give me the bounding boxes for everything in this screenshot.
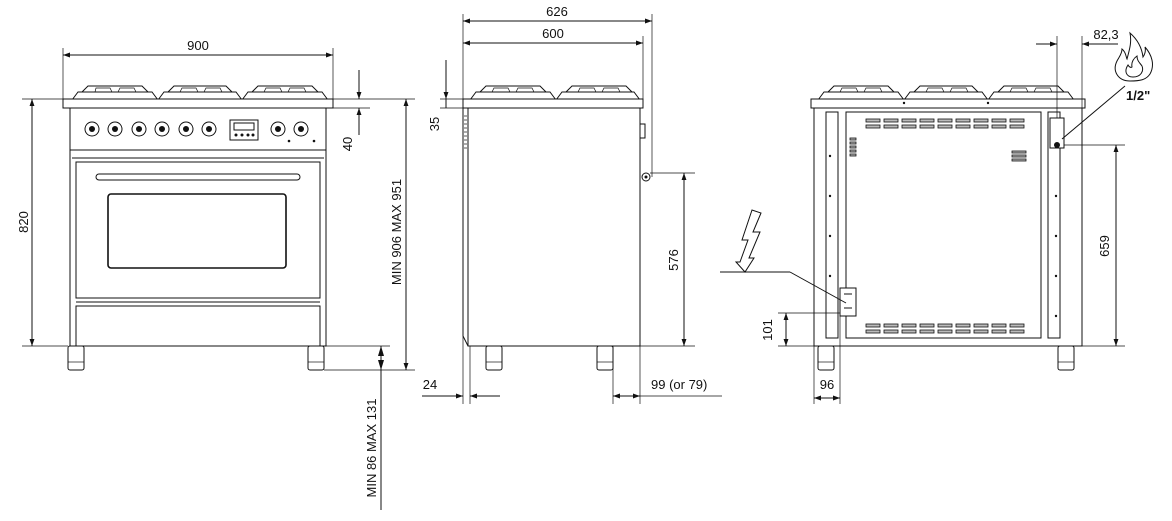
side-foot-rear bbox=[596, 345, 614, 371]
front-drawer bbox=[75, 305, 321, 347]
front-hob bbox=[62, 98, 334, 109]
dim-side-overall-depth: 626 bbox=[546, 4, 568, 19]
rear-hob bbox=[810, 98, 1086, 109]
side-view: 626 600 35 576 24 99 (or 79) bbox=[422, 4, 722, 404]
front-door-handle bbox=[95, 173, 301, 181]
side-burners bbox=[469, 85, 641, 101]
side-body bbox=[467, 107, 641, 347]
side-foot-front bbox=[485, 345, 503, 371]
rear-bottom-vents bbox=[865, 323, 1025, 334]
rear-back-panel bbox=[845, 111, 1042, 339]
dim-side-body-depth: 600 bbox=[542, 26, 564, 41]
dim-side-rear-offset: 99 (or 79) bbox=[651, 377, 707, 392]
dim-rear-gas-height: 659 bbox=[1097, 235, 1112, 257]
lightning-icon bbox=[734, 209, 762, 273]
rear-foot-right bbox=[1057, 345, 1075, 371]
dim-side-front-offset: 24 bbox=[423, 377, 437, 392]
rear-burners bbox=[817, 85, 1075, 101]
dim-side-gas-height: 576 bbox=[666, 249, 681, 271]
front-oven-door bbox=[75, 161, 321, 299]
side-gas-connector bbox=[641, 172, 651, 182]
front-foot-right bbox=[307, 345, 325, 371]
dim-front-feet: MIN 86 MAX 131 bbox=[364, 399, 379, 498]
front-view: 900 820 40 MIN 906 MAX 951 MIN 86 MAX 13… bbox=[16, 38, 415, 510]
dim-side-top: 35 bbox=[427, 117, 442, 131]
dim-front-hob-edge: 40 bbox=[340, 137, 355, 151]
dim-front-height: 820 bbox=[16, 211, 31, 233]
electrical-box-icon bbox=[839, 287, 857, 317]
dim-rear-elec-offset: 96 bbox=[820, 377, 834, 392]
front-burners bbox=[71, 85, 329, 101]
flame-icon bbox=[1114, 31, 1153, 82]
front-foot-left bbox=[67, 345, 85, 371]
rear-view: 1/2" 82,3 659 101 96 bbox=[720, 27, 1153, 404]
front-timer-display bbox=[229, 119, 316, 143]
side-rear-bracket bbox=[639, 123, 646, 139]
front-door-window bbox=[107, 193, 287, 269]
dim-rear-elec-height: 101 bbox=[760, 319, 775, 341]
side-hob bbox=[462, 98, 644, 109]
dim-rear-gas-offset: 82,3 bbox=[1093, 27, 1118, 42]
dim-front-total-height: MIN 906 MAX 951 bbox=[389, 179, 404, 285]
rear-side-vents bbox=[849, 137, 1027, 162]
rear-body bbox=[813, 107, 1083, 347]
rear-top-vents bbox=[865, 118, 1025, 129]
front-knobs bbox=[84, 121, 309, 137]
rear-screws bbox=[828, 101, 1058, 318]
rear-foot-left bbox=[817, 345, 835, 371]
side-vents bbox=[464, 115, 467, 149]
dim-front-width: 900 bbox=[187, 38, 209, 53]
gas-thread-label: 1/2" bbox=[1126, 88, 1150, 103]
